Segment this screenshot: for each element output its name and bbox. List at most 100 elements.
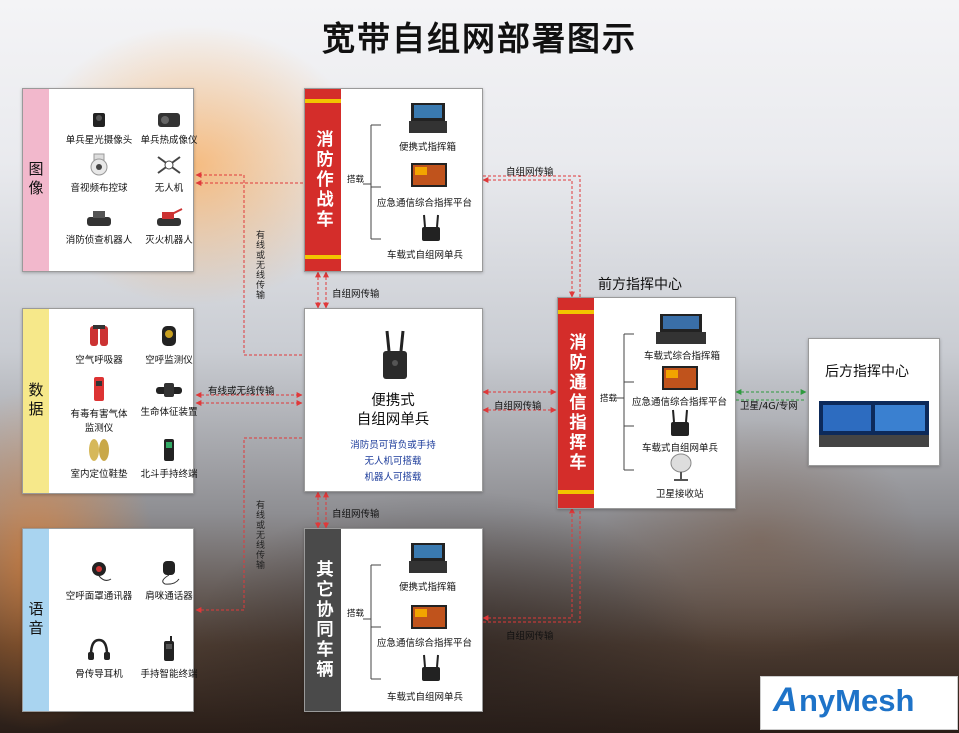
link-label: 自组网传输 xyxy=(332,289,380,300)
bone-conduction-headset-icon xyxy=(88,638,110,660)
device-label: 骨传导耳机 xyxy=(75,669,123,680)
command-platform-icon xyxy=(411,605,447,629)
command-platform-icon xyxy=(662,366,698,390)
device-label: 便携式指挥箱 xyxy=(399,142,457,153)
device-label: 有毒有害气体 监测仪 xyxy=(70,409,128,434)
device-label: 音视频布控球 xyxy=(70,183,128,194)
fire-truck-band: 消防作战车 xyxy=(305,89,341,271)
device-label: 北斗手持终端 xyxy=(140,469,198,480)
recon-robot-icon xyxy=(87,211,111,226)
air-breathing-apparatus-icon xyxy=(90,325,108,346)
band-stripe xyxy=(305,99,341,103)
logo-text: nyMesh xyxy=(799,683,915,718)
other-vehicle-title: 其它协同车辆 xyxy=(312,560,333,680)
device-label: 应急通信综合指挥平台 xyxy=(632,397,728,408)
emergency-platform xyxy=(660,364,700,398)
beidou-terminal-icon xyxy=(164,439,174,461)
vehicle-command-box xyxy=(654,312,708,350)
image-devices-panel: 图像 单兵星光摄像头 单兵热成像仪 音视频布控球 无人机 消防侦查机器人 灭火机… xyxy=(22,88,198,272)
rear-command-header: 后方指挥中心 xyxy=(825,364,909,380)
device-item: 消防侦查机器人 xyxy=(59,207,139,246)
center-note: 机器人可搭载 xyxy=(364,472,422,483)
comm-vehicle-band: 消防通信指挥车 xyxy=(558,298,594,508)
link-label: 自组网传输 xyxy=(506,631,554,642)
voice-devices-panel: 语音 空呼面罩通讯器 肩咪通话器 骨传导耳机 手持智能终端 xyxy=(22,528,198,712)
link-label: 有线或无线传输 xyxy=(254,230,264,300)
device-label: 车载式自组网单兵 xyxy=(387,692,464,703)
link-label: 自组网传输 xyxy=(506,167,554,178)
gas-detector-icon xyxy=(94,377,104,401)
link-label: 自组网传输 xyxy=(332,509,380,520)
vehicle-adhoc-unit xyxy=(419,653,443,687)
link-label: 卫星/4G/专网 xyxy=(740,401,798,412)
device-label: 无人机 xyxy=(154,183,184,194)
other-vehicle-panel: 其它协同车辆 搭载 便携式指挥箱 应急通信综合指挥平台 车载式自组网单兵 xyxy=(304,528,483,712)
mount-label: 搭载 xyxy=(347,175,365,185)
vehicle-radio-icon xyxy=(671,409,689,436)
bracket-lines xyxy=(363,124,381,240)
device-label: 卫星接收站 xyxy=(656,489,704,500)
device-label: 肩咪通话器 xyxy=(145,591,193,602)
device-item: 空呼监测仪 xyxy=(129,323,209,366)
rear-command-panel: 后方指挥中心 xyxy=(808,338,940,466)
data-devices-panel: 数据 空气呼吸器 空呼监测仪 有毒有害气体 监测仪 生命体征装置 室内定位鞋垫 … xyxy=(22,308,198,494)
satellite-station xyxy=(668,452,694,486)
data-category-label: 数据 xyxy=(23,309,49,493)
device-item: 单兵热成像仪 xyxy=(129,109,209,146)
device-item: 灭火机器人 xyxy=(129,207,209,246)
device-label: 灭火机器人 xyxy=(145,235,193,246)
bracket-lines xyxy=(363,564,381,680)
anymesh-logo: A nyMesh xyxy=(760,676,958,730)
positioning-insole-icon xyxy=(89,439,109,461)
device-item: 手持智能终端 xyxy=(129,635,209,680)
mount-label: 搭载 xyxy=(600,394,618,404)
device-item: 有毒有害气体 监测仪 xyxy=(59,375,139,434)
device-item: 空气呼吸器 xyxy=(59,323,139,366)
device-label: 空气呼吸器 xyxy=(75,355,123,366)
command-platform-icon xyxy=(411,163,447,187)
device-item: 骨传导耳机 xyxy=(59,637,139,680)
link-label: 有线或无线传输 xyxy=(208,386,275,397)
vehicle-adhoc-unit xyxy=(668,408,692,442)
device-item: 单兵星光摄像头 xyxy=(59,109,139,146)
voice-category-label: 语音 xyxy=(23,529,49,711)
device-label: 空呼面罩通讯器 xyxy=(65,591,133,602)
portable-command-box-icon xyxy=(409,543,447,573)
portable-radio-icon xyxy=(383,330,407,379)
shoulder-mic-icon xyxy=(162,561,180,585)
vehicle-command-box-icon xyxy=(656,314,706,344)
portable-command-box-icon xyxy=(409,103,447,133)
fire-truck-title: 消防作战车 xyxy=(312,130,333,230)
center-note: 无人机可搭载 xyxy=(364,456,422,467)
link-label: 有线或无线传输 xyxy=(254,500,264,570)
center-note: 消防员可背负或手持 xyxy=(350,440,436,451)
device-item: 空呼面罩通讯器 xyxy=(59,559,139,602)
smart-handheld-terminal-icon xyxy=(164,636,174,661)
band-stripe xyxy=(305,255,341,259)
mount-label: 搭载 xyxy=(347,609,365,619)
bracket-lines xyxy=(616,333,634,471)
center-title-line2: 自组网单兵 xyxy=(356,412,430,428)
device-item: 北斗手持终端 xyxy=(129,437,209,480)
drone-icon xyxy=(157,156,181,174)
diagram-title: 宽带自组网部署图示 xyxy=(322,19,637,58)
device-label: 车载式自组网单兵 xyxy=(642,443,719,454)
vehicle-adhoc-unit xyxy=(419,213,443,247)
image-category-label: 图像 xyxy=(23,89,49,271)
device-label: 便携式指挥箱 xyxy=(399,582,457,593)
breathing-monitor-icon xyxy=(162,326,176,346)
device-label: 应急通信综合指挥平台 xyxy=(377,198,473,209)
device-item: 生命体征装置 xyxy=(129,379,209,418)
fire-truck-panel: 消防作战车 搭载 便携式指挥箱 应急通信综合指挥平台 车载式自组网单兵 xyxy=(304,88,483,272)
emergency-platform xyxy=(409,603,449,637)
vehicle-radio-icon xyxy=(422,654,440,681)
emergency-platform xyxy=(409,161,449,195)
device-label: 单兵热成像仪 xyxy=(140,135,198,146)
front-command-header: 前方指挥中心 xyxy=(598,277,682,293)
front-command-panel: 消防通信指挥车 搭载 车载式综合指挥箱 应急通信综合指挥平台 车载式自组网单兵 … xyxy=(557,297,736,509)
device-item: 音视频布控球 xyxy=(59,153,139,194)
vital-signs-band-icon xyxy=(156,383,182,397)
mask-communicator-icon xyxy=(92,562,112,581)
device-label: 生命体征装置 xyxy=(140,407,198,418)
